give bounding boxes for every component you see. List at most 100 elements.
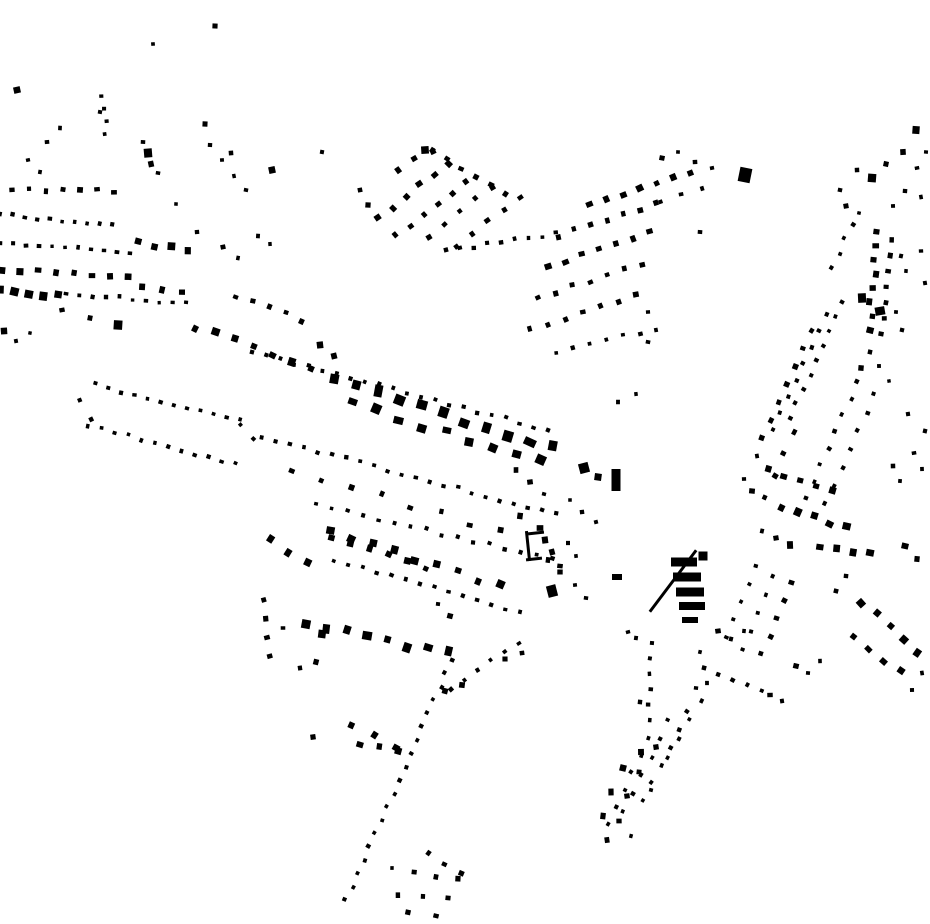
building-footprint <box>841 521 852 531</box>
building-footprint <box>26 186 32 192</box>
building-footprint <box>799 345 806 352</box>
building-footprint <box>446 589 452 594</box>
building-footprint <box>25 157 31 163</box>
building-footprint <box>263 634 271 641</box>
building-footprint <box>127 251 133 256</box>
building-footprint <box>370 402 383 416</box>
building-footprint <box>878 331 884 337</box>
building-footprint <box>316 341 324 349</box>
building-footprint <box>362 379 368 385</box>
building-footprint <box>346 540 355 548</box>
building-footprint <box>645 310 651 314</box>
building-footprint <box>126 432 131 437</box>
building-footprint <box>446 402 452 408</box>
building-footprint <box>800 386 807 393</box>
building-footprint <box>513 467 519 473</box>
building-footprint <box>865 298 873 306</box>
building-footprint <box>233 460 238 466</box>
building-footprint <box>501 206 508 214</box>
building-footprint <box>441 426 452 435</box>
building-footprint <box>686 716 692 722</box>
building-footprint <box>441 687 449 695</box>
building-footprint <box>770 427 776 433</box>
building-footprint <box>389 544 400 555</box>
building-footprint <box>815 543 824 551</box>
building-footprint <box>106 272 114 280</box>
building-footprint <box>422 565 430 572</box>
building-footprint <box>390 866 394 870</box>
building-footprint <box>887 379 891 383</box>
building-footprint <box>11 241 16 246</box>
building-footprint <box>288 467 296 475</box>
building-footprint <box>273 438 279 444</box>
building-footprint <box>653 179 661 187</box>
building-footprint <box>404 391 410 396</box>
building-footprint <box>729 677 736 684</box>
building-footprint <box>728 636 734 642</box>
building-footprint <box>63 245 67 250</box>
building-footprint <box>231 173 237 179</box>
building-footprint <box>637 331 644 337</box>
building-footprint <box>165 443 171 450</box>
building-footprint <box>13 86 21 94</box>
building-footprint <box>889 237 895 243</box>
building-footprint <box>44 139 50 145</box>
building-footprint <box>167 242 176 251</box>
building-footprint <box>573 553 579 559</box>
building-footprint <box>85 423 90 429</box>
building-footprint <box>847 446 854 452</box>
building-footprint <box>373 384 384 398</box>
building-footprint <box>319 149 325 155</box>
building-footprint <box>714 628 722 634</box>
building-footprint <box>449 657 456 663</box>
building-footprint <box>365 202 371 208</box>
building-footprint <box>455 484 461 489</box>
building-footprint <box>639 261 646 268</box>
building-footprint <box>457 165 465 172</box>
building-footprint <box>259 435 264 440</box>
building-footprint <box>171 402 177 408</box>
building-footprint <box>524 530 532 562</box>
building-footprint <box>325 526 336 535</box>
building-footprint <box>526 479 534 485</box>
building-footprint <box>884 268 892 274</box>
building-footprint <box>0 285 4 294</box>
building-footprint <box>416 423 428 434</box>
building-footprint <box>893 310 899 314</box>
building-footprint <box>615 298 622 306</box>
building-footprint <box>865 326 875 335</box>
building-footprint <box>785 394 791 400</box>
building-footprint <box>194 229 200 235</box>
building-footprint <box>648 779 654 786</box>
building-footprint <box>105 385 111 391</box>
building-footprint <box>787 415 794 421</box>
building-footprint <box>250 342 258 351</box>
building-footprint <box>922 280 928 286</box>
building-footprint <box>676 736 682 742</box>
building-footprint <box>679 602 705 610</box>
building-footprint <box>909 688 915 692</box>
building-footprint <box>604 217 611 224</box>
building-footprint <box>740 647 746 652</box>
building-footprint <box>839 411 845 418</box>
building-footprint <box>890 204 896 208</box>
building-footprint <box>444 159 454 169</box>
building-footprint <box>871 391 876 397</box>
building-footprint <box>854 167 860 173</box>
building-footprint <box>632 291 640 298</box>
building-footprint <box>525 556 543 562</box>
building-footprint <box>471 245 477 251</box>
building-footprint <box>27 330 33 336</box>
building-footprint <box>511 449 522 460</box>
building-footprint <box>502 607 508 612</box>
building-footprint <box>329 373 340 385</box>
building-footprint <box>905 411 911 417</box>
building-footprint <box>432 559 442 569</box>
building-footprint <box>629 234 637 243</box>
building-footprint <box>218 459 225 465</box>
building-footprint <box>530 425 537 431</box>
building-footprint <box>549 555 556 562</box>
building-footprint <box>155 170 161 176</box>
building-footprint <box>205 453 212 460</box>
building-footprint <box>570 344 576 351</box>
